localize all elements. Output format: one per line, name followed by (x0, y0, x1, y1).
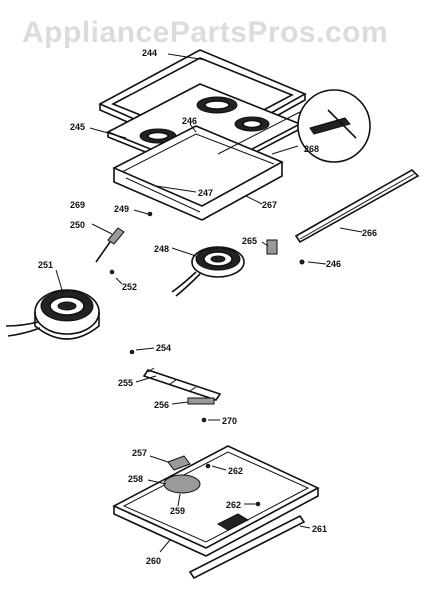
part-clip-265[interactable] (266, 239, 278, 255)
part-rod-261[interactable] (188, 514, 306, 580)
part-clip-detail-268[interactable] (217, 89, 371, 163)
part-element-248[interactable] (171, 246, 245, 297)
part-bracket-257[interactable] (167, 455, 191, 471)
part-screw-252[interactable] (109, 269, 115, 275)
part-screw-262[interactable] (255, 501, 261, 507)
label-246: 246 (326, 259, 341, 269)
label-247: 247 (198, 188, 213, 198)
label-267: 267 (262, 200, 277, 210)
label-252: 252 (122, 282, 137, 292)
label-262: 262 (228, 466, 243, 476)
part-trim-strip-266[interactable] (294, 169, 420, 244)
label-250: 250 (70, 220, 85, 230)
part-switch-250[interactable] (95, 227, 125, 263)
label-268: 268 (304, 144, 319, 154)
label-260: 260 (146, 556, 161, 566)
leader-lines (55, 53, 363, 553)
label-245: 245 (70, 122, 85, 132)
label-255: 255 (118, 378, 133, 388)
label-251: 251 (38, 260, 53, 270)
label-269: 269 (70, 200, 85, 210)
part-screw-262[interactable] (205, 463, 211, 469)
label-258: 258 (128, 474, 143, 484)
label-265: 265 (242, 236, 257, 246)
part-terminal-256[interactable] (187, 397, 215, 405)
part-screw-246[interactable] (299, 259, 305, 265)
watermark: AppliancePartsPros.com (22, 16, 389, 49)
label-244: 244 (142, 48, 157, 58)
label-248: 248 (154, 244, 169, 254)
part-screw-249[interactable] (147, 211, 153, 217)
label-262: 262 (226, 500, 241, 510)
part-screw-270[interactable] (201, 417, 207, 423)
part-box-260[interactable] (112, 445, 320, 557)
label-254: 254 (156, 343, 171, 353)
label-261: 261 (312, 524, 327, 534)
part-screw-254[interactable] (129, 349, 135, 355)
part-element-251[interactable] (5, 289, 100, 340)
label-266: 266 (362, 228, 377, 238)
label-270: 270 (222, 416, 237, 426)
label-246: 246 (182, 116, 197, 126)
label-249: 249 (114, 204, 129, 214)
label-257: 257 (132, 448, 147, 458)
label-259: 259 (170, 506, 185, 516)
part-bracket-255[interactable] (142, 367, 222, 401)
label-256: 256 (154, 400, 169, 410)
